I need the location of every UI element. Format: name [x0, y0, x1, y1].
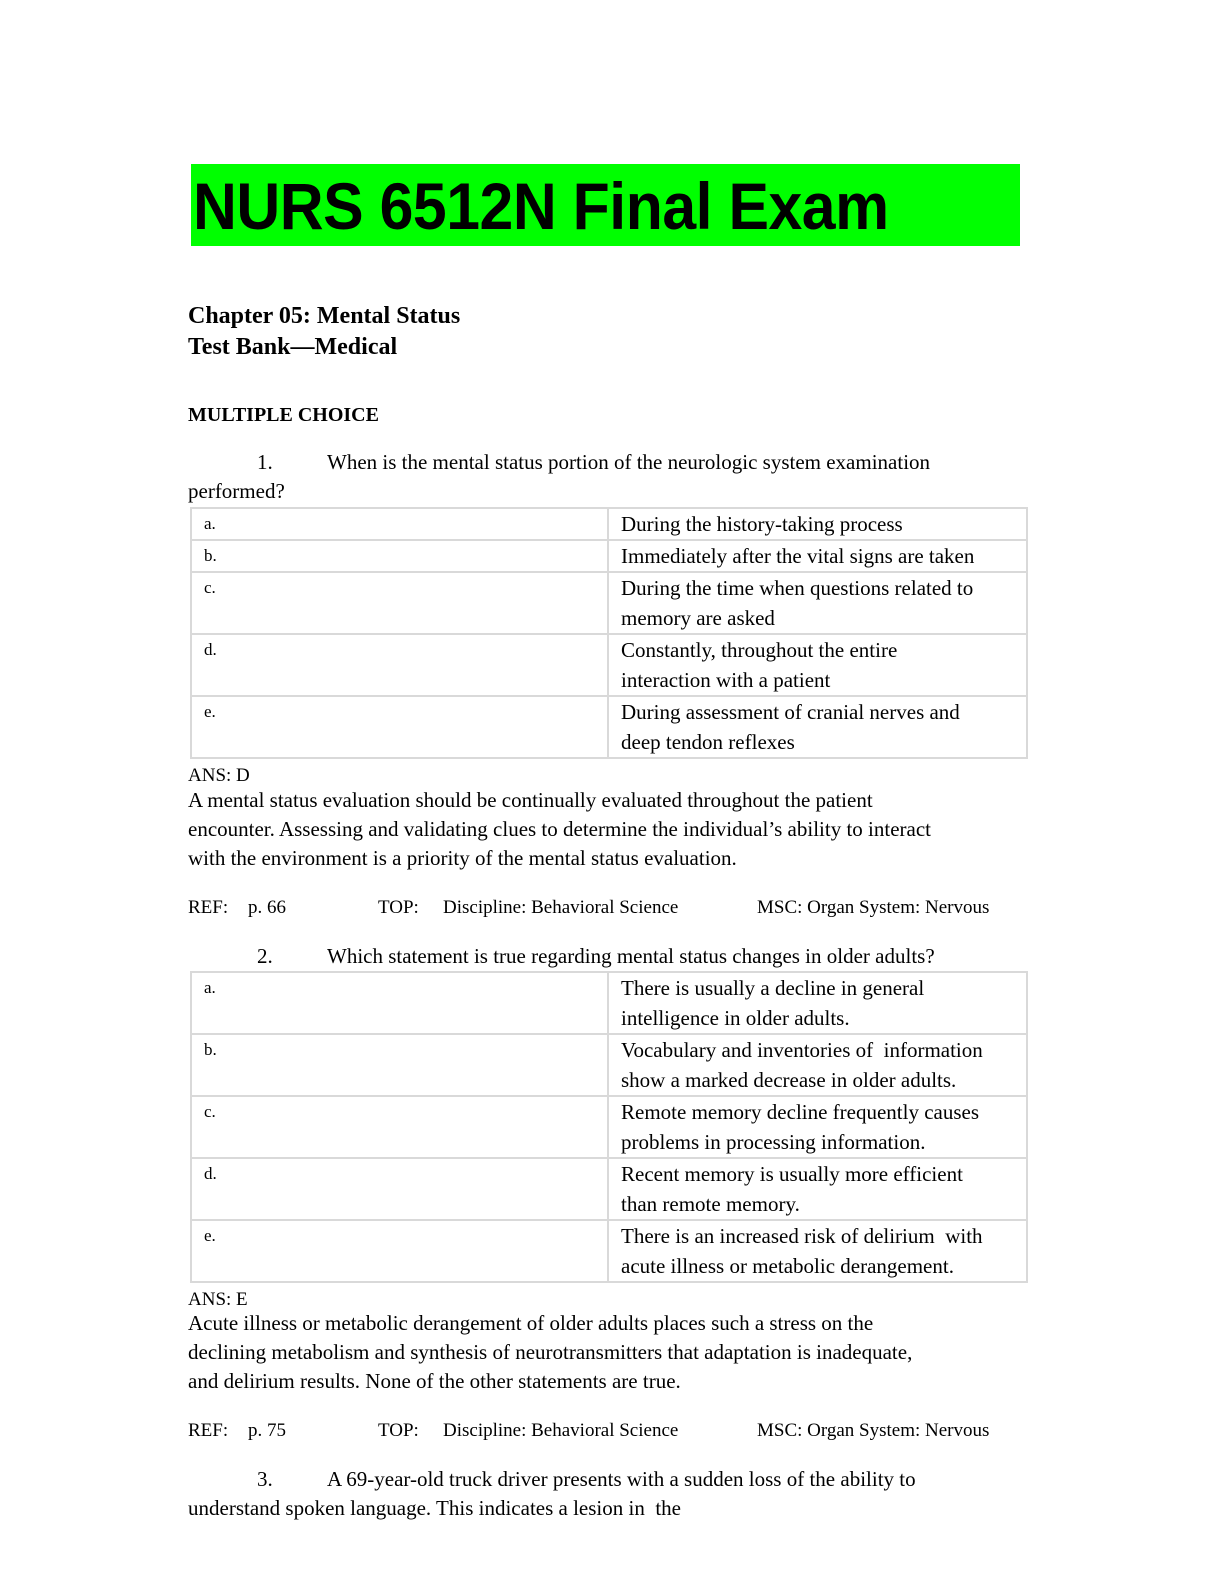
option-text: There is an increased risk of delirium w… [607, 1219, 1028, 1283]
option-letter: b. [190, 539, 609, 573]
ref-label: REF: [188, 897, 229, 918]
option-letter: e. [190, 1219, 609, 1283]
option-row[interactable]: a. There is usually a decline in general… [190, 971, 1028, 1035]
answer-key: ANS: E [188, 1289, 248, 1310]
ref-value: p. 75 [248, 1420, 286, 1441]
question-stem: A 69-year-old truck driver presents with… [327, 1467, 916, 1491]
option-row[interactable]: e. There is an increased risk of deliriu… [190, 1219, 1028, 1283]
option-letter: d. [190, 633, 609, 697]
options-table: a. There is usually a decline in general… [190, 971, 1028, 1283]
option-letter: c. [190, 571, 609, 635]
option-row[interactable]: d. Recent memory is usually more efficie… [190, 1157, 1028, 1221]
top-value: Discipline: Behavioral Science [443, 897, 679, 918]
rationale-line: declining metabolism and synthesis of ne… [188, 1340, 913, 1364]
question-stem-cont: understand spoken language. This indicat… [188, 1496, 681, 1520]
chapter-subtitle: Test Bank—Medical [188, 334, 398, 360]
ref-value: p. 66 [248, 897, 286, 918]
option-letter: e. [190, 695, 609, 759]
options-table: a. During the history-taking process b. … [190, 507, 1028, 759]
question-number: 3. [257, 1467, 273, 1491]
option-row[interactable]: b. Vocabulary and inventories of informa… [190, 1033, 1028, 1097]
msc-value: MSC: Organ System: Nervous [757, 1420, 990, 1441]
option-row[interactable]: c. Remote memory decline frequently caus… [190, 1095, 1028, 1159]
question-stem: When is the mental status portion of the… [327, 450, 931, 474]
option-letter: c. [190, 1095, 609, 1159]
rationale-line: Acute illness or metabolic derangement o… [188, 1311, 874, 1335]
option-letter: a. [190, 971, 609, 1035]
top-label: TOP: [378, 1420, 419, 1441]
option-letter: a. [190, 507, 609, 541]
title-highlight [191, 164, 1020, 246]
option-row[interactable]: c. During the time when questions relate… [190, 571, 1028, 635]
top-label: TOP: [378, 897, 419, 918]
rationale-line: with the environment is a priority of th… [188, 846, 737, 870]
option-row[interactable]: e. During assessment of cranial nerves a… [190, 695, 1028, 759]
question-stem-cont: performed? [188, 479, 285, 503]
option-row[interactable]: b. Immediately after the vital signs are… [190, 539, 1028, 573]
question-number: 2. [257, 944, 273, 968]
top-value: Discipline: Behavioral Science [443, 1420, 679, 1441]
answer-key: ANS: D [188, 765, 250, 786]
rationale-line: A mental status evaluation should be con… [188, 788, 873, 812]
option-text: During the history-taking process [607, 507, 1028, 541]
option-letter: d. [190, 1157, 609, 1221]
section-heading: MULTIPLE CHOICE [188, 404, 379, 426]
document-title: NURS 6512N Final Exam [193, 169, 889, 243]
ref-label: REF: [188, 1420, 229, 1441]
rationale-line: encounter. Assessing and validating clue… [188, 817, 931, 841]
rationale-line: and delirium results. None of the other … [188, 1369, 681, 1393]
chapter-heading: Chapter 05: Mental Status [188, 303, 461, 329]
question-number: 1. [257, 450, 273, 474]
option-letter: b. [190, 1033, 609, 1097]
option-text: Immediately after the vital signs are ta… [607, 539, 1028, 573]
msc-value: MSC: Organ System: Nervous [757, 897, 990, 918]
option-text: Vocabulary and inventories of informatio… [607, 1033, 1028, 1097]
option-row[interactable]: a. During the history-taking process [190, 507, 1028, 541]
option-text: During the time when questions related t… [607, 571, 1028, 635]
question-stem: Which statement is true regarding mental… [327, 944, 935, 968]
